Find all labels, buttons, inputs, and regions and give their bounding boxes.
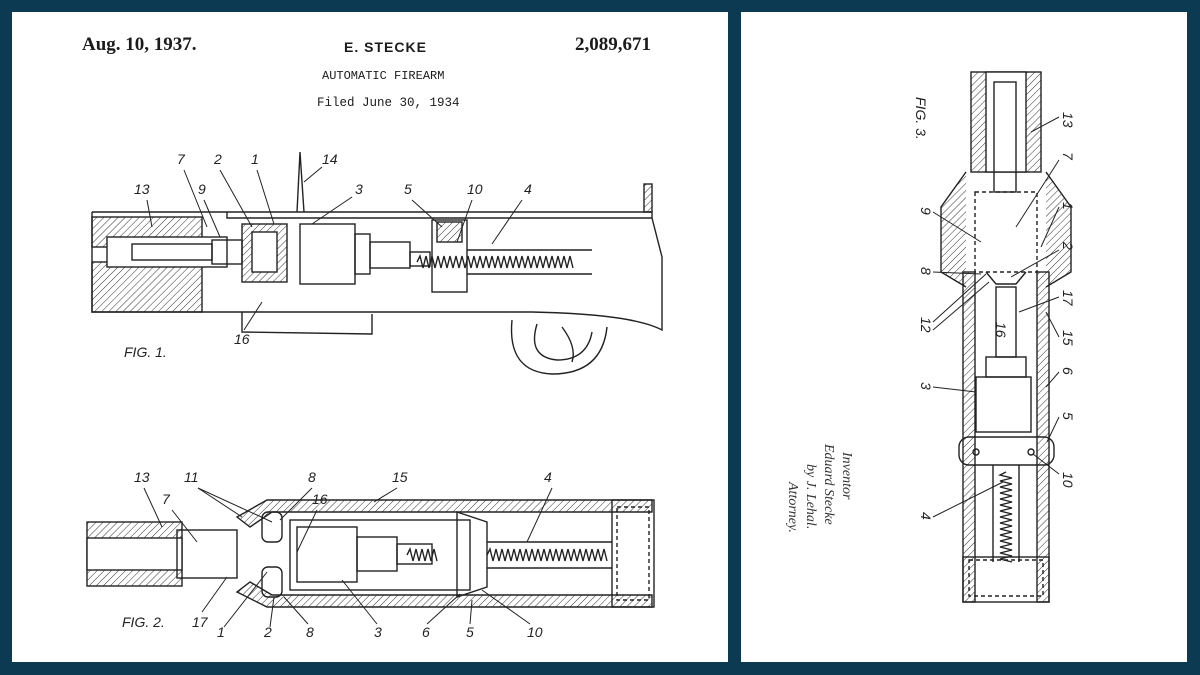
svg-text:9: 9 [198,181,206,197]
svg-text:10: 10 [467,181,483,197]
svg-text:12: 12 [918,317,934,333]
svg-text:8: 8 [306,624,314,640]
svg-text:5: 5 [1060,412,1076,420]
fig3-callouts: 13 7 9 1 2 8 12 17 15 16 3 6 5 10 4 [918,112,1076,520]
fig3-drawing [940,71,1072,603]
svg-text:7: 7 [1060,152,1076,161]
patent-title: AUTOMATIC FIREARM [322,69,445,83]
svg-text:17: 17 [1060,290,1076,307]
svg-text:6: 6 [422,624,430,640]
filed-date: Filed June 30, 1934 [317,96,460,110]
fig1-callouts: 7 2 1 14 13 9 3 5 10 4 16 [134,151,532,347]
svg-text:4: 4 [544,469,552,485]
svg-text:3: 3 [374,624,382,640]
svg-text:15: 15 [392,469,408,485]
svg-text:7: 7 [162,491,171,507]
svg-text:16: 16 [234,331,250,347]
svg-text:15: 15 [1060,330,1076,346]
svg-text:8: 8 [918,267,934,275]
svg-text:1: 1 [1060,202,1076,210]
fig1-drawing [91,151,663,375]
svg-text:11: 11 [184,469,199,485]
svg-text:3: 3 [355,181,363,197]
inventor-signature: Inventor Eduard Stecke by J. Lehal. Atto… [785,443,854,533]
patent-sheet-left: Aug. 10, 1937. E. STECKE 2,089,671 AUTOM… [12,12,728,662]
svg-text:2: 2 [263,624,272,640]
svg-text:13: 13 [134,469,150,485]
svg-text:4: 4 [918,512,934,520]
fig2-caption: FIG. 2. [122,614,165,630]
svg-text:Attorney.: Attorney. [785,481,800,533]
svg-text:9: 9 [918,207,934,215]
svg-text:2: 2 [213,151,222,167]
svg-text:4: 4 [524,181,532,197]
fig3-caption: FIG. 3. [913,97,929,140]
fig2-drawing [86,499,655,608]
figure-drawings-right: FIG. 3. [785,71,1076,603]
svg-text:5: 5 [404,181,412,197]
svg-text:14: 14 [322,151,338,167]
svg-text:6: 6 [1060,367,1076,375]
fig1-caption: FIG. 1. [124,344,167,360]
svg-text:3: 3 [918,382,934,390]
svg-text:13: 13 [1060,112,1076,128]
svg-text:10: 10 [527,624,543,640]
svg-text:17: 17 [192,614,209,630]
svg-text:13: 13 [134,181,150,197]
inventor-name: E. STECKE [344,39,427,55]
patent-number: 2,089,671 [575,34,651,55]
fig2-callouts: 13 11 7 8 16 15 4 17 1 2 8 3 6 5 10 [134,469,553,640]
figure-drawings-left: FIG. 1. 7 2 1 14 13 9 3 5 10 4 16 [86,151,663,640]
svg-text:8: 8 [308,469,316,485]
patent-date: Aug. 10, 1937. [82,34,197,55]
svg-text:7: 7 [177,151,186,167]
svg-text:by J. Lehal.: by J. Lehal. [803,464,818,529]
svg-text:Inventor: Inventor [839,451,854,500]
svg-text:16: 16 [312,491,328,507]
svg-text:1: 1 [217,624,225,640]
svg-text:10: 10 [1060,472,1076,488]
svg-text:Eduard Stecke: Eduard Stecke [821,443,836,525]
svg-text:1: 1 [251,151,259,167]
svg-text:2: 2 [1060,241,1076,250]
patent-sheet-right: FIG. 3. [741,12,1187,662]
svg-text:16: 16 [993,322,1009,338]
svg-text:5: 5 [466,624,474,640]
